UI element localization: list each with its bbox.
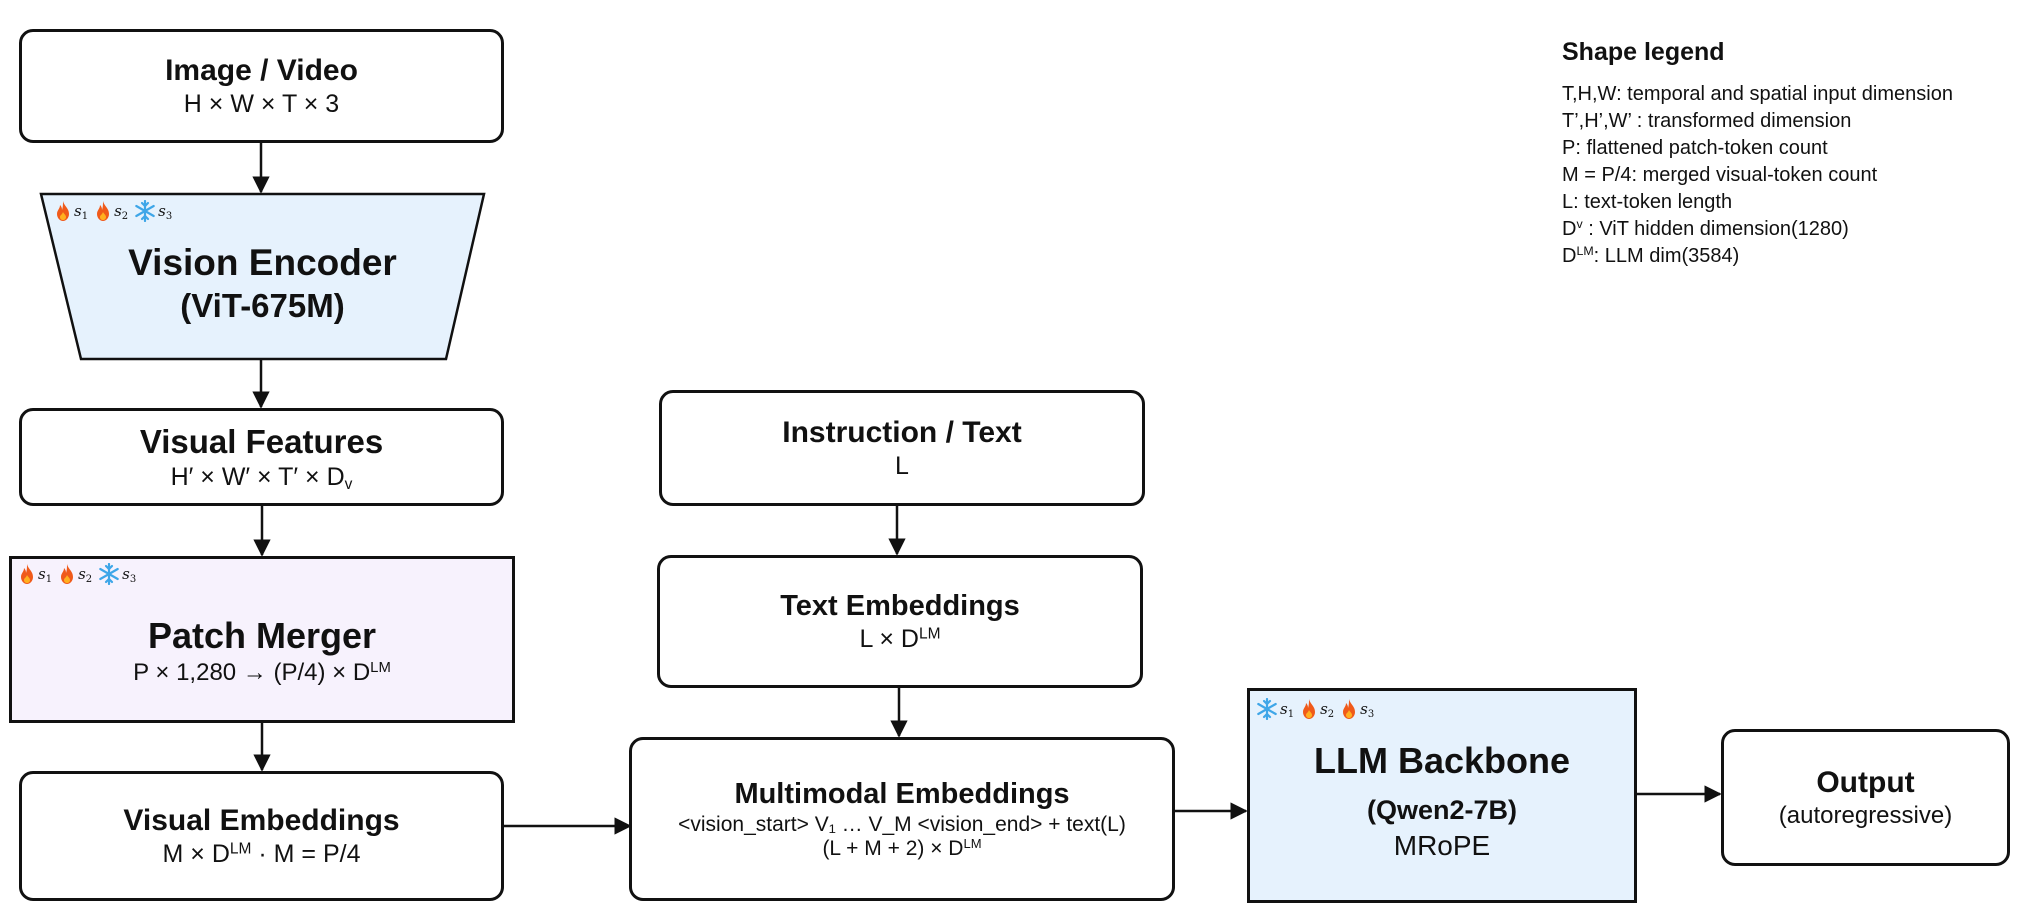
llm-backbone-title: LLM Backbone [1313, 740, 1571, 781]
stage-s2-flame-icon: s2 [94, 200, 128, 222]
output-title: Output [1816, 765, 1915, 799]
llm-backbone-model: (Qwen2-7B) [1366, 795, 1518, 825]
output-subtitle: (autoregressive) [1778, 801, 1953, 829]
llm-backbone-rope: MRoPE [1393, 830, 1491, 861]
stage-label: s2 [114, 202, 129, 222]
patch-merger-node: Patch Merger P × 1,280 → (P/4) × DLM [9, 556, 515, 723]
text-embeddings-title: Text Embeddings [780, 589, 1020, 622]
stage-s2-flame-icon: s2 [1300, 698, 1334, 720]
instruction-text-node: Instruction / Text L [659, 390, 1145, 506]
patch-merger-shape: P × 1,280 → (P/4) × DLM [133, 658, 391, 686]
image-video-node: Image / Video H × W × T × 3 [19, 29, 504, 143]
visual-features-node: Visual Features H′ × W′ × T′ × Dv [19, 408, 504, 506]
llm-backbone-node: LLM Backbone (Qwen2-7B) MRoPE [1247, 688, 1637, 903]
legend-item: T’,H’,W’ : transformed dimension [1562, 110, 1852, 132]
shape-legend: Shape legend T,H,W: temporal and spatial… [1562, 38, 1953, 270]
patch-merger-stages: s1 s2 s3 [18, 563, 142, 585]
llm-backbone-stages: s1 s2 s3 [1256, 698, 1380, 720]
stage-s3-flame-icon: s3 [1340, 698, 1374, 720]
stage-label: s2 [78, 565, 93, 585]
image-video-shape: H × W × T × 3 [183, 89, 340, 118]
visual-features-shape: H′ × W′ × T′ × Dv [170, 462, 353, 493]
vision-encoder-stages: s1 s2 s3 [54, 200, 178, 222]
multimodal-embeddings-shape: (L + M + 2) × DLM [822, 835, 982, 860]
instruction-text-title: Instruction / Text [782, 415, 1022, 449]
stage-s2-flame-icon: s2 [58, 563, 92, 585]
visual-embeddings-title: Visual Embeddings [123, 803, 400, 837]
legend-item: Dv : ViT hidden dimension(1280) [1562, 217, 1849, 240]
stage-s1-snowflake-icon: s1 [1256, 698, 1294, 720]
legend-item: P: flattened patch-token count [1562, 137, 1828, 159]
stage-label: s3 [158, 202, 173, 222]
instruction-text-shape: L [895, 451, 909, 480]
vision-encoder-title: Vision Encoder [128, 242, 397, 283]
legend-item: T,H,W: temporal and spatial input dimens… [1562, 83, 1953, 105]
stage-s3-snowflake-icon: s3 [134, 200, 172, 222]
multimodal-embeddings-node: Multimodal Embeddings <vision_start> V₁ … [629, 737, 1175, 901]
visual-features-title: Visual Features [139, 422, 384, 460]
vision-encoder-node: Vision Encoder (ViT-675M) [39, 192, 486, 362]
visual-embeddings-node: Visual Embeddings M × DLM · M = P/4 [19, 771, 504, 901]
vision-encoder-model: (ViT-675M) [180, 287, 345, 324]
stage-s1-flame-icon: s1 [54, 200, 88, 222]
legend-item: M = P/4: merged visual-token count [1562, 164, 1878, 186]
stage-label: s2 [1320, 700, 1335, 720]
vision-encoder-shape [39, 192, 486, 361]
stage-label: s3 [122, 565, 137, 585]
multimodal-embeddings-title: Multimodal Embeddings [734, 777, 1070, 810]
stage-label: s1 [74, 202, 89, 222]
stage-s3-snowflake-icon: s3 [98, 563, 136, 585]
legend-item: DLM: LLM dim(3584) [1562, 244, 1740, 267]
output-node: Output (autoregressive) [1721, 729, 2010, 866]
multimodal-embeddings-sequence: <vision_start> V₁ … V_M <vision_end> + t… [678, 812, 1126, 836]
visual-embeddings-shape: M × DLM · M = P/4 [162, 839, 361, 868]
legend-item: L: text-token length [1562, 191, 1733, 213]
stage-label: s3 [1360, 700, 1375, 720]
patch-merger-title: Patch Merger [147, 614, 377, 656]
stage-label: s1 [1280, 700, 1295, 720]
legend-title: Shape legend [1562, 38, 1725, 66]
stage-s1-flame-icon: s1 [18, 563, 52, 585]
image-video-title: Image / Video [165, 53, 358, 87]
stage-label: s1 [38, 565, 53, 585]
text-embeddings-node: Text Embeddings L × DLM [657, 555, 1143, 688]
text-embeddings-shape: L × DLM [859, 624, 941, 653]
